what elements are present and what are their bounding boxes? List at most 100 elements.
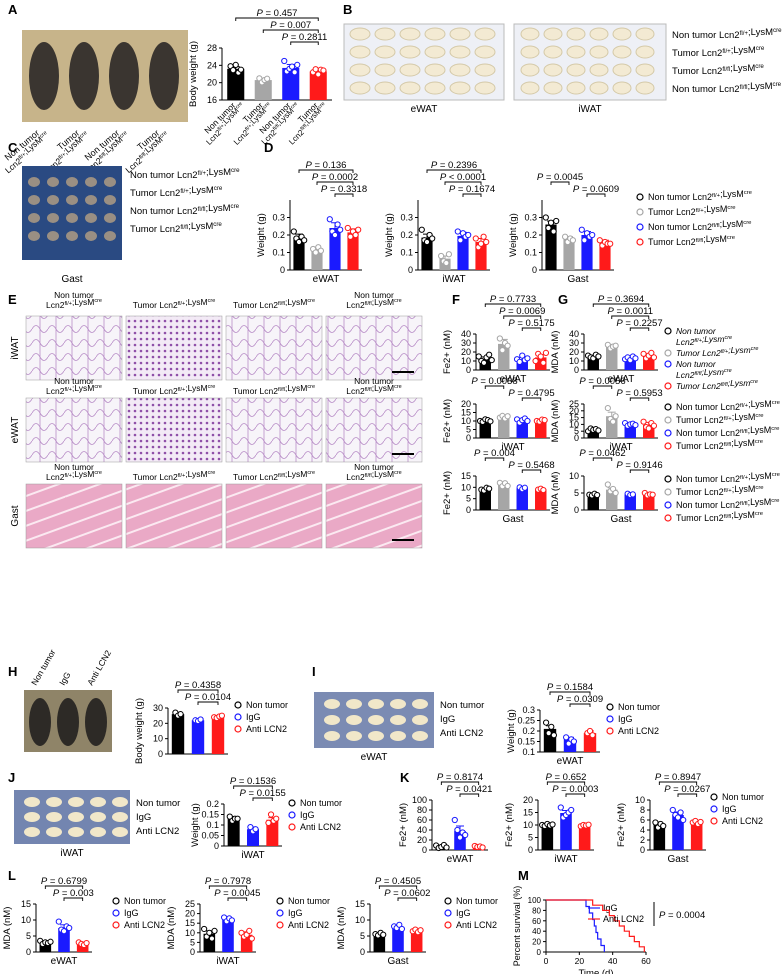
significance-bracket	[378, 885, 418, 889]
legend-entry: Tumor Lcn2fl/+;LysMcre	[676, 412, 764, 425]
legend-marker	[664, 501, 672, 509]
ewat-tissue	[474, 81, 496, 95]
significance-bracket	[546, 781, 586, 785]
data-point	[488, 357, 495, 364]
bar	[643, 494, 655, 510]
bar	[606, 416, 618, 438]
y-tick-label: 5	[190, 937, 195, 947]
bar	[222, 919, 234, 952]
data-point	[288, 63, 296, 70]
row-label-text: Gast	[10, 505, 21, 526]
legend-marker	[664, 429, 672, 437]
y-tick-label: 20	[569, 347, 579, 357]
legend-marker	[288, 823, 296, 831]
bar	[392, 927, 404, 952]
legend-marker	[664, 514, 672, 522]
data-point	[472, 235, 479, 242]
data-point	[355, 226, 362, 233]
bar	[191, 720, 205, 754]
y-axis-label: Weight (g)	[256, 213, 267, 257]
x-axis-label: iWAT	[554, 854, 577, 865]
significance-bracket	[549, 691, 591, 695]
data-point	[398, 925, 405, 933]
significance-bracket	[569, 703, 591, 707]
x-axis-label: eWAT	[500, 374, 527, 385]
legend-entry: Non tumor	[618, 702, 660, 712]
iwat-tissue	[589, 81, 609, 95]
x-tick-label: 60	[641, 956, 651, 966]
data-point	[197, 716, 204, 723]
histology-image	[25, 315, 123, 381]
legend-entry: Lcn2fl/+;Lysmcre	[676, 334, 732, 347]
data-point	[295, 238, 303, 246]
data-point	[516, 358, 523, 365]
tray-row-label: Tumor Lcn2fl/+;LysMcre	[130, 185, 223, 199]
y-tick-label: 10	[153, 734, 163, 744]
bar	[516, 488, 528, 510]
legend-entry: Non tumor	[722, 792, 764, 802]
bar	[624, 494, 636, 510]
bar	[421, 237, 433, 270]
p-value-label: P = 0.0004	[659, 910, 705, 921]
data-point	[660, 822, 667, 830]
histology-column-label: Non tumor	[54, 462, 94, 472]
ewat-tissue	[324, 699, 340, 709]
y-tick-label: 0.05	[201, 831, 219, 841]
legend-entry: Anti LCN2	[722, 816, 763, 826]
data-point	[334, 221, 341, 228]
data-point	[265, 819, 272, 827]
y-tick-label: 5	[466, 494, 471, 504]
data-point	[629, 491, 636, 498]
y-tick-label: 0	[360, 947, 365, 957]
bar	[479, 420, 491, 438]
bar	[498, 343, 510, 370]
data-point	[541, 417, 548, 424]
panel-letter-M: M	[518, 868, 529, 883]
bar	[690, 822, 703, 850]
legend-entry: IgG	[288, 908, 303, 918]
mouse-label: IgG	[57, 670, 73, 687]
data-point	[545, 224, 552, 232]
significance-bracket	[565, 793, 586, 797]
gast-tissue	[85, 177, 97, 187]
bar	[58, 928, 70, 952]
legend-marker	[710, 817, 718, 825]
iwat-tissue	[635, 45, 655, 59]
p-value-label: P = 0.3318	[321, 184, 367, 195]
p-value-label: P = 0.457	[257, 8, 298, 19]
bar	[624, 358, 636, 370]
legend-entry: Tumor Lcn2fl/fl;LysMcre	[648, 234, 736, 247]
ewat-tissue	[368, 731, 384, 741]
data-point	[596, 237, 603, 244]
y-tick-label: 15	[185, 918, 195, 928]
histology-column-label: Non tumor	[354, 376, 394, 386]
y-tick-label: 40	[569, 329, 579, 339]
iwat-tissue	[46, 812, 62, 822]
y-tick-label: 60	[417, 815, 427, 825]
y-tick-label: 25	[185, 899, 195, 909]
data-point	[570, 738, 578, 745]
significance-bracket	[629, 327, 650, 331]
y-tick-label: 10	[635, 795, 645, 805]
ewat-tissue	[449, 63, 471, 77]
histology-column-label: Tumor Lcn2fl/+;LysMcre	[133, 383, 216, 396]
data-point	[443, 259, 450, 267]
histology-image	[325, 315, 423, 381]
iwat-tissue	[612, 63, 632, 77]
gast-tissue	[47, 177, 59, 187]
significance-bracket	[484, 303, 542, 307]
y-tick-label: 20	[461, 347, 471, 357]
y-tick-label: 0.15	[201, 810, 219, 820]
y-tick-label: 5	[574, 426, 579, 436]
data-point	[380, 931, 387, 938]
legend-entry: Tumor Lcn2fl/+;LysMcre	[648, 204, 736, 217]
mouse-body	[57, 698, 79, 746]
data-point	[548, 723, 555, 730]
bar	[254, 80, 272, 100]
histology-image	[225, 483, 323, 549]
panel-letter-A: A	[8, 2, 18, 17]
